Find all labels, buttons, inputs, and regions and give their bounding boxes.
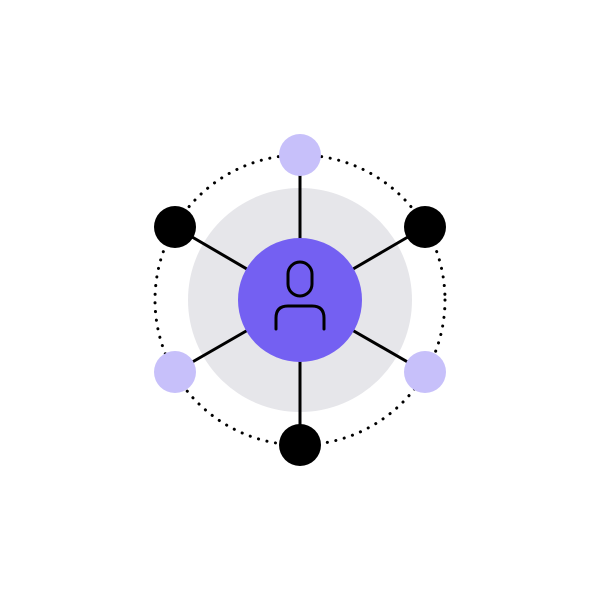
user-icon <box>274 260 326 331</box>
satellite-nodes <box>154 134 446 466</box>
node-upper-right <box>404 206 446 248</box>
user-icon-head <box>286 260 314 298</box>
user-icon-body <box>274 304 326 331</box>
node-upper-left <box>154 206 196 248</box>
node-lower-left <box>154 351 196 393</box>
node-bottom <box>279 424 321 466</box>
node-lower-right <box>404 351 446 393</box>
center-node <box>238 238 362 362</box>
node-top <box>279 134 321 176</box>
